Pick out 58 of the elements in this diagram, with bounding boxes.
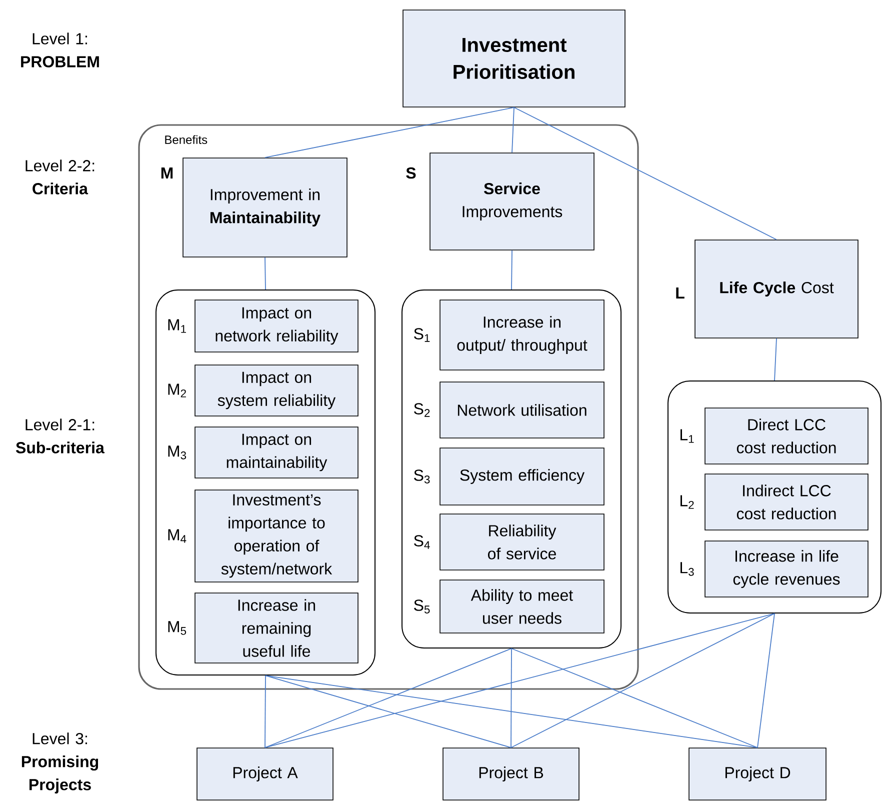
connector-line — [510, 613, 775, 748]
subcriterion-box: Reliability of service — [440, 514, 604, 570]
subcriterion-code: S$_{2}$ — [414, 403, 430, 417]
subcriterion-box: Indirect LCC cost reduction — [704, 474, 868, 530]
connector-line — [265, 675, 512, 748]
subcriterion-code: M$_{5}$ — [168, 621, 186, 635]
subcriterion-box: Impact on network reliability — [194, 300, 358, 352]
criterion-box: Life Cycle Cost — [694, 240, 858, 338]
group-frame — [156, 290, 376, 676]
subcriterion-box: System efficiency — [440, 448, 604, 506]
connector-line — [510, 648, 512, 748]
subcriterion-box: Increase in output/ throughput — [440, 300, 604, 370]
connector-line — [264, 648, 512, 748]
subcriterion-code: S$_{5}$ — [414, 600, 430, 614]
level-label: Level 3: Promising Projects — [22, 732, 98, 794]
project-box: Project D — [688, 748, 826, 800]
group-frame — [668, 380, 882, 614]
connector-line — [512, 106, 514, 154]
subcriterion-box: Network utilisation — [440, 382, 604, 438]
subcriterion-code: M$_{1}$ — [168, 319, 186, 333]
subcriterion-box: Direct LCC cost reduction — [704, 408, 868, 464]
subcriterion-box: Increase in life cycle revenues — [704, 540, 868, 598]
criterion-letter: S — [406, 167, 416, 179]
connector-line — [265, 675, 758, 748]
subcriterion-code: L$_{3}$ — [680, 562, 694, 576]
group-frame — [402, 290, 622, 648]
criterion-letter: M — [161, 168, 173, 178]
subcriterion-code: M$_{4}$ — [168, 529, 186, 543]
connector-line — [264, 106, 514, 158]
connector-line — [511, 648, 758, 748]
connector-line — [264, 256, 266, 290]
level-label: Level 2-1: Sub-criteria — [16, 418, 104, 454]
criterion-box: Service Improvements — [430, 152, 594, 250]
connector-line — [774, 338, 777, 381]
subcriterion-code: S$_{3}$ — [414, 470, 430, 484]
subcriterion-code: M$_{3}$ — [168, 446, 186, 460]
project-box: Project B — [442, 748, 580, 800]
level-label: Level 1: PROBLEM — [21, 32, 99, 68]
subcriterion-box: Increase in remaining useful life — [194, 592, 358, 664]
subcriterion-code: S$_{4}$ — [414, 535, 430, 549]
connector-line — [757, 613, 775, 748]
subcriterion-box: Investment’s importance to operation of system/network — [194, 490, 358, 582]
connector-line — [511, 250, 512, 290]
subcriterion-code: S$_{1}$ — [414, 328, 430, 342]
criterion-box: Improvement in Maintainability — [182, 158, 348, 258]
connector-line — [264, 613, 775, 748]
subcriterion-code: L$_{1}$ — [680, 429, 694, 443]
subcriterion-code: M$_{2}$ — [168, 384, 186, 398]
subcriterion-box: Impact on system reliability — [194, 364, 358, 416]
connector-line — [264, 675, 266, 748]
subcriterion-box: Impact on maintainability — [194, 426, 358, 478]
problem-box: Investment Prioritisation — [402, 10, 626, 108]
subcriterion-box: Ability to meet user needs — [440, 580, 604, 634]
level-label: Level 2-2: Criteria — [26, 160, 94, 194]
project-box: Project A — [196, 748, 334, 800]
criterion-letter: L — [676, 288, 684, 298]
connector-line — [514, 106, 777, 240]
subcriterion-code: L$_{2}$ — [680, 495, 694, 509]
